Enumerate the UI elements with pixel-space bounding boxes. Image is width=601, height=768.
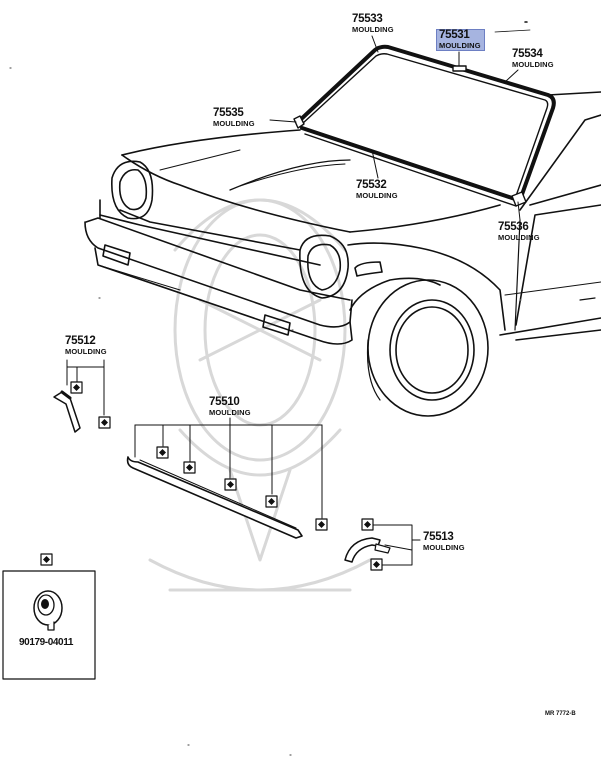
callout-75513[interactable]: 75513 MOULDING (423, 531, 465, 552)
callout-75531-highlighted[interactable]: 75531 MOULDING (436, 29, 485, 51)
part-number: 75535 (213, 107, 244, 119)
part-number: 75513 (423, 531, 454, 543)
callout-75534[interactable]: 75534 MOULDING (512, 48, 554, 69)
part-number: 75533 (352, 13, 383, 25)
side-moulding-strip (126, 456, 303, 539)
part-name: MOULDING (512, 59, 554, 69)
fastener-symbol-icon (70, 381, 111, 429)
windshield-mouldings (293, 44, 556, 207)
callout-75535[interactable]: 75535 MOULDING (213, 107, 255, 128)
part-number: 75531 (439, 29, 470, 41)
clip-part-number[interactable]: 90179-04011 (19, 637, 73, 648)
diagram-reference-code: MR 7772-B (545, 711, 576, 717)
part-75513-group (371, 524, 421, 566)
callout-75532[interactable]: 75532 MOULDING (356, 179, 398, 200)
part-name: MOULDING (65, 346, 107, 356)
part-75510-group (134, 417, 323, 519)
part-name: MOULDING (356, 190, 398, 200)
part-name: MOULDING (423, 542, 465, 552)
part-name: MOULDING (213, 118, 255, 128)
fastener-symbol-icon (156, 446, 328, 531)
wheel-arch-moulding (344, 537, 391, 563)
fastener-symbol-icon (361, 518, 383, 571)
part-name: MOULDING (498, 232, 540, 242)
car-body-outline (84, 91, 601, 417)
part-number: 75510 (209, 396, 240, 408)
callout-75510[interactable]: 75510 MOULDING (209, 396, 251, 417)
part-number: 75536 (498, 221, 529, 233)
clip-nut-icon (33, 590, 63, 631)
part-name: MOULDING (352, 24, 394, 34)
part-number: 75534 (512, 48, 543, 60)
scan-specks (9, 67, 522, 756)
callout-75512[interactable]: 75512 MOULDING (65, 335, 107, 356)
part-number: 75512 (65, 335, 96, 347)
part-75512-group (53, 359, 105, 433)
part-name: MOULDING (209, 407, 251, 417)
callout-75533[interactable]: 75533 MOULDING (352, 13, 394, 34)
callout-75536[interactable]: 75536 MOULDING (498, 221, 540, 242)
part-name: MOULDING (439, 40, 481, 50)
part-number: 75532 (356, 179, 387, 191)
leader-lines (269, 21, 531, 221)
watermark-emblem-icon (148, 198, 372, 592)
